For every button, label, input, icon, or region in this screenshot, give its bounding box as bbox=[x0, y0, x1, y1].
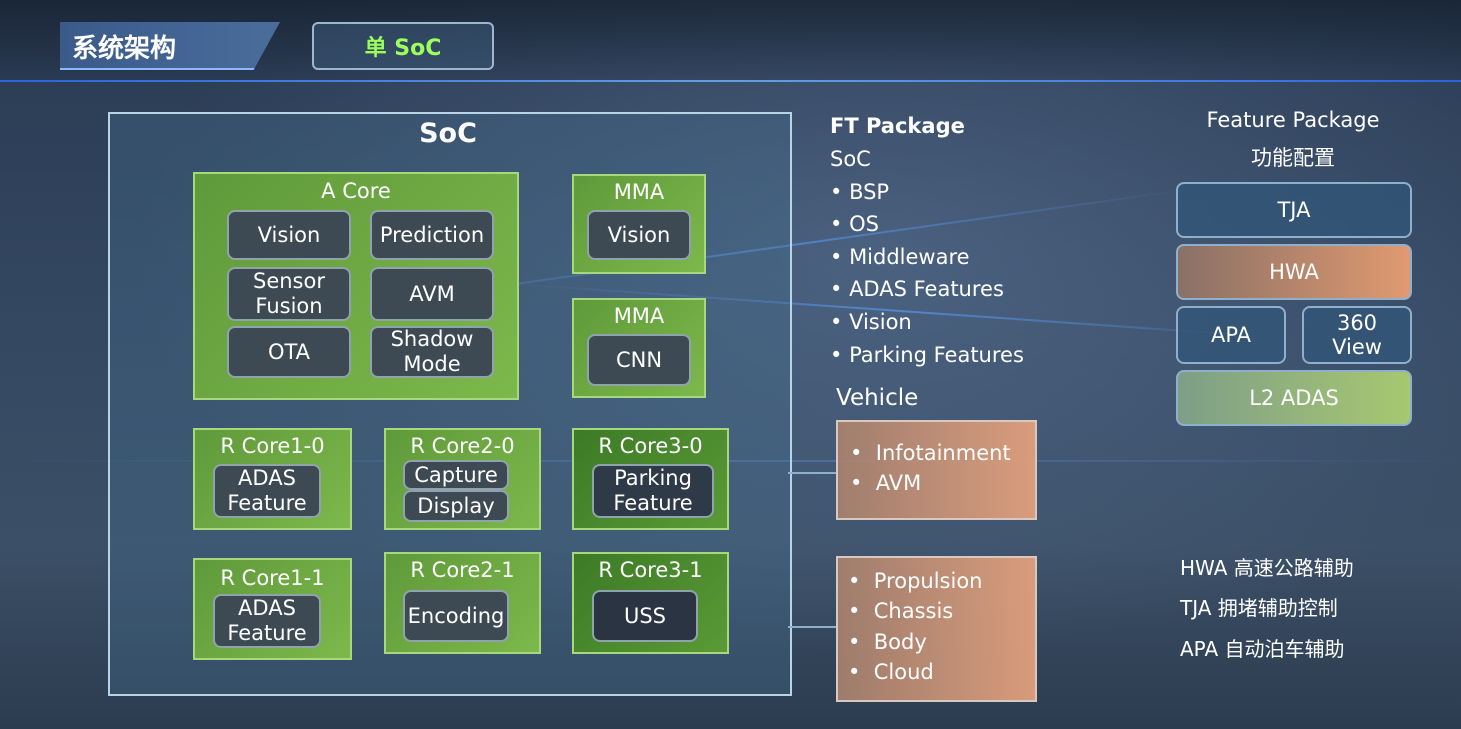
view360-text: 360 View bbox=[1332, 311, 1382, 359]
a-core-label: A Core bbox=[321, 179, 391, 203]
cloud-text: Cloud bbox=[873, 660, 934, 684]
r-core-3-1-item-uss: USS bbox=[592, 590, 698, 642]
r-core-3-0-item: Parking Feature bbox=[592, 464, 714, 518]
ft-soc-item-vision-text: Vision bbox=[849, 310, 912, 334]
mma-item-vision: Vision bbox=[587, 210, 691, 260]
ft-vehicle-label: Vehicle bbox=[836, 385, 919, 411]
bg-streak bbox=[0, 460, 1461, 462]
ft-soc-item-os: • OS bbox=[830, 212, 879, 236]
r-core-2-0-label: R Core2-0 bbox=[410, 434, 515, 458]
ft-soc-item-middleware-text: Middleware bbox=[849, 245, 970, 269]
feature-360-view-button[interactable]: 360 View bbox=[1302, 306, 1412, 364]
legend-hwa: HWA 高速公路辅助 bbox=[1180, 556, 1354, 580]
vehicle-item-body: • Body bbox=[848, 630, 927, 654]
ft-soc-item-adas-features: • ADAS Features bbox=[830, 277, 1004, 301]
vehicle-item-propulsion: • Propulsion bbox=[848, 569, 983, 593]
r-core-2-0-item-display: Display bbox=[403, 490, 509, 522]
ft-package-title: FT Package bbox=[830, 114, 965, 138]
feature-tja-button[interactable]: TJA bbox=[1176, 182, 1412, 238]
shadow-mode-text: Shadow Mode bbox=[390, 327, 474, 376]
sensor-fusion-text: Sensor Fusion bbox=[253, 269, 325, 318]
title-tab bbox=[60, 22, 280, 70]
vehicle-item-cloud: • Cloud bbox=[848, 660, 934, 684]
adas-feature-text-2: ADAS Feature bbox=[227, 596, 307, 645]
legend-tja: TJA 拥堵辅助控制 bbox=[1180, 596, 1338, 620]
mma-label-1: MMA bbox=[613, 180, 665, 204]
legend-apa: APA 自动泊车辅助 bbox=[1180, 637, 1345, 661]
single-soc-button[interactable]: 单 SoC bbox=[312, 22, 494, 70]
connector-line bbox=[788, 626, 836, 628]
vehicle-item-avm: • AVM bbox=[850, 471, 922, 495]
a-core-item-sensor-fusion: Sensor Fusion bbox=[227, 267, 351, 321]
feature-l2-adas-button[interactable]: L2 ADAS bbox=[1176, 370, 1412, 426]
a-core-item-shadow-mode: Shadow Mode bbox=[370, 326, 494, 378]
connector-line bbox=[788, 472, 836, 474]
vehicle-item-chassis: • Chassis bbox=[848, 599, 954, 623]
ft-soc-item-parking-text: Parking Features bbox=[849, 343, 1024, 367]
feature-package-subtitle: 功能配置 bbox=[1251, 146, 1335, 170]
mma-label-2: MMA bbox=[613, 304, 665, 328]
ft-soc-item-bsp: • BSP bbox=[830, 180, 890, 204]
r-core-2-0-item-capture: Capture bbox=[403, 460, 509, 490]
propulsion-text: Propulsion bbox=[873, 569, 983, 593]
ft-soc-item-vision: • Vision bbox=[830, 310, 912, 334]
body-text: Body bbox=[873, 630, 927, 654]
ft-package-soc-label: SoC bbox=[830, 147, 871, 171]
feature-package-title: Feature Package bbox=[1206, 108, 1380, 132]
ft-soc-item-parking-features: • Parking Features bbox=[830, 343, 1024, 367]
parking-feature-text: Parking Feature bbox=[613, 466, 693, 515]
r-core-2-1-item-encoding: Encoding bbox=[403, 590, 509, 642]
chassis-text: Chassis bbox=[873, 599, 954, 623]
r-core-1-1-item: ADAS Feature bbox=[213, 594, 321, 648]
soc-title: SoC bbox=[419, 118, 477, 149]
vehicle-box-1 bbox=[836, 420, 1037, 520]
r-core-3-1-label: R Core3-1 bbox=[598, 558, 703, 582]
vehicle-item-infotainment: • Infotainment bbox=[850, 441, 1011, 465]
vehicle-box-2 bbox=[836, 556, 1037, 702]
feature-apa-button[interactable]: APA bbox=[1176, 306, 1286, 364]
top-divider bbox=[0, 80, 1461, 82]
ft-soc-item-os-text: OS bbox=[849, 212, 879, 236]
ft-soc-item-adas-text: ADAS Features bbox=[849, 277, 1004, 301]
avm-text: AVM bbox=[875, 471, 922, 495]
page-title: 系统架构 bbox=[72, 34, 177, 64]
r-core-1-0-label: R Core1-0 bbox=[220, 434, 325, 458]
adas-feature-text: ADAS Feature bbox=[227, 466, 307, 515]
a-core-item-avm: AVM bbox=[370, 267, 494, 321]
a-core-item-vision: Vision bbox=[227, 210, 351, 260]
infotainment-text: Infotainment bbox=[875, 441, 1011, 465]
ft-soc-item-middleware: • Middleware bbox=[830, 245, 970, 269]
r-core-2-1-label: R Core2-1 bbox=[410, 558, 515, 582]
r-core-1-1-label: R Core1-1 bbox=[220, 566, 325, 590]
a-core-item-ota: OTA bbox=[227, 326, 351, 378]
r-core-3-0-label: R Core3-0 bbox=[598, 434, 703, 458]
a-core-item-prediction: Prediction bbox=[370, 210, 494, 260]
r-core-1-0-item: ADAS Feature bbox=[213, 464, 321, 518]
mma-item-cnn: CNN bbox=[587, 334, 691, 386]
feature-hwa-button[interactable]: HWA bbox=[1176, 244, 1412, 300]
ft-soc-item-bsp-text: BSP bbox=[849, 180, 890, 204]
